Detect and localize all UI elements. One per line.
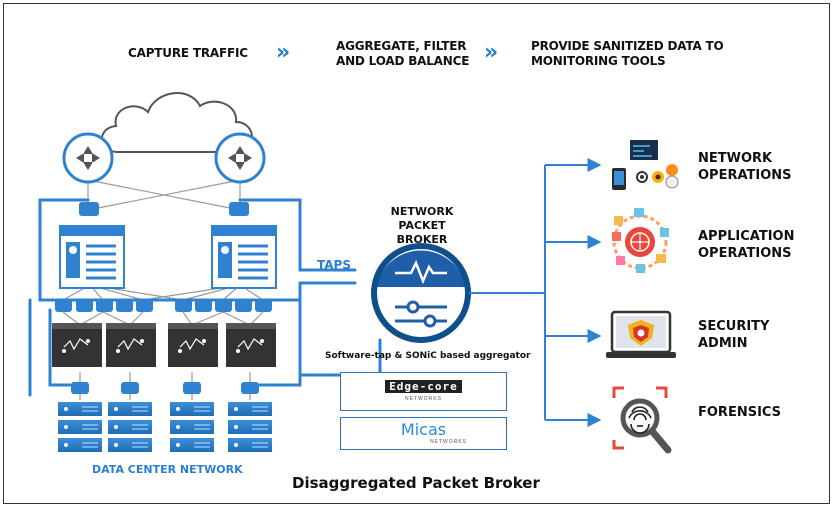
spine-switch-right: [211, 225, 277, 289]
packet-broker-title: NETWORK PACKET BROKER: [372, 205, 472, 247]
header-step-aggregate-line2: AND LOAD BALANCE: [336, 54, 470, 68]
edgecore-logo-box: Edge-core NETWORKS: [340, 372, 507, 411]
edgecore-logo: Edge-core: [385, 380, 462, 393]
tap-module: [79, 202, 99, 216]
tool-label-line1: APPLICATION: [698, 229, 795, 244]
taps-label: TAPS: [317, 258, 351, 272]
header-step-provide: PROVIDE SANITIZED DATA TO MONITORING TOO…: [531, 39, 724, 69]
packet-broker-title-line2: PACKET BROKER: [396, 219, 448, 246]
server-stacks: [58, 402, 272, 452]
header-step-aggregate: AGGREGATE, FILTER AND LOAD BALANCE: [336, 39, 469, 69]
header-step-capture: CAPTURE TRAFFIC: [128, 46, 248, 60]
micas-logo-subtitle: NETWORKS: [430, 439, 467, 445]
tool-label-line2: OPERATIONS: [698, 168, 792, 183]
diagram-frame: [3, 3, 830, 504]
header-step-provide-line1: PROVIDE SANITIZED DATA TO: [531, 39, 724, 53]
tap-module: [229, 202, 249, 216]
tool-security-admin: SECURITY ADMIN: [698, 318, 769, 352]
cloud-icon: [101, 92, 253, 153]
tool-label-line1: SECURITY: [698, 319, 770, 334]
packet-broker-icon: [371, 243, 471, 343]
tap-module-row: [55, 299, 272, 312]
edgecore-logo-subtitle: NETWORKS: [405, 396, 442, 402]
diagram-title: Disaggregated Packet Broker: [292, 474, 540, 492]
data-center-label: DATA CENTER NETWORK: [92, 463, 243, 476]
router-left: [62, 132, 114, 184]
tool-label-line2: ADMIN: [698, 336, 748, 351]
micas-logo: Micas: [400, 420, 447, 439]
tool-network-operations: NETWORK OPERATIONS: [698, 150, 792, 184]
tool-label-line2: OPERATIONS: [698, 246, 792, 261]
tool-label-line1: FORENSICS: [698, 405, 782, 420]
header-step-aggregate-line1: AGGREGATE, FILTER: [336, 39, 467, 53]
micas-logo-box: Micas NETWORKS: [340, 417, 507, 450]
network-operations-icon: [612, 140, 679, 190]
spine-switch-left: [59, 225, 125, 289]
header-step-provide-line2: MONITORING TOOLS: [531, 54, 666, 68]
leaf-tap-row: [71, 382, 259, 394]
forensics-icon: [612, 386, 672, 454]
tool-forensics: FORENSICS: [698, 404, 781, 421]
distribution-lines: [469, 158, 602, 427]
tool-application-operations: APPLICATION OPERATIONS: [698, 228, 794, 262]
packet-broker-title-line1: NETWORK: [390, 205, 454, 218]
application-operations-icon: [612, 208, 669, 273]
security-admin-icon: [606, 310, 676, 358]
router-right: [214, 132, 266, 184]
tool-label-line1: NETWORK: [698, 151, 773, 166]
aggregator-caption: Software-tap & SONiC based aggregator: [325, 351, 531, 361]
leaf-switches: [52, 323, 276, 367]
mesh-lines: [62, 179, 264, 400]
